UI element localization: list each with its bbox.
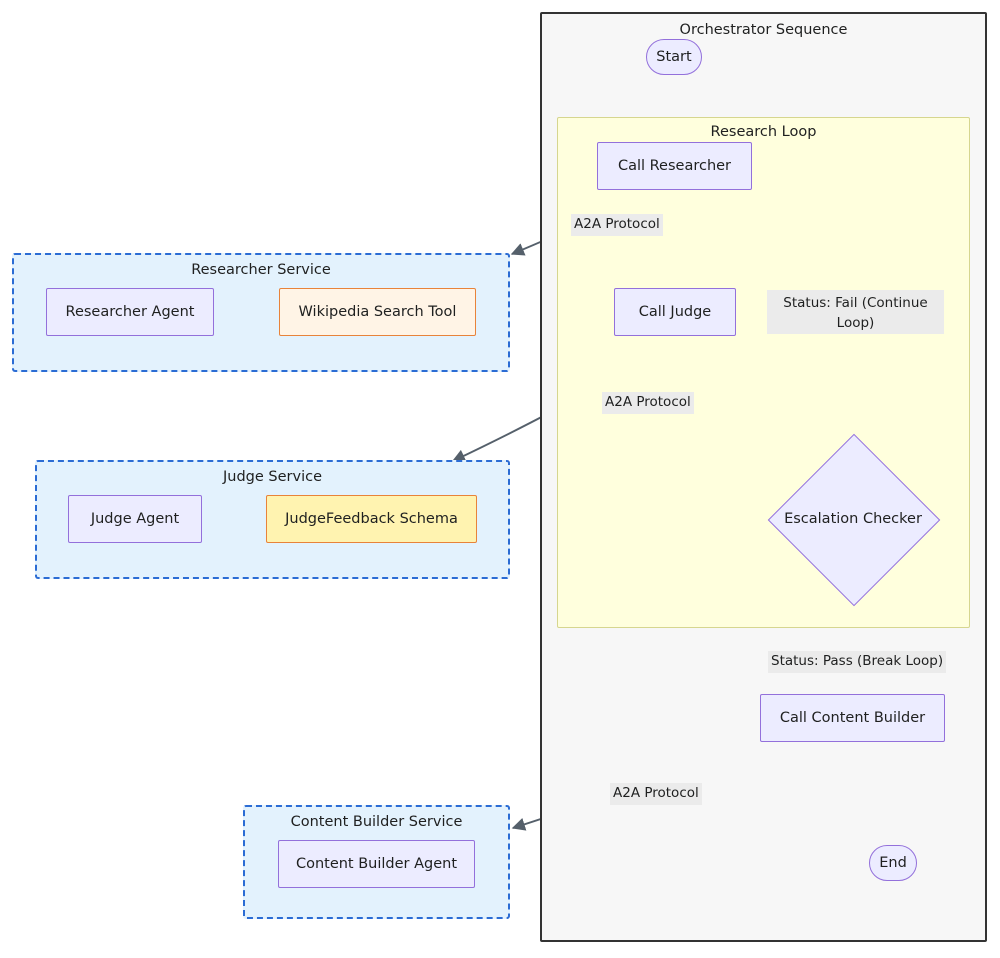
node-call-judge-label: Call Judge bbox=[638, 303, 712, 320]
node-escalation-checker[interactable]: Escalation Checker bbox=[767, 433, 941, 607]
node-start[interactable]: Start bbox=[646, 39, 702, 75]
edge-label-a2a-judge: A2A Protocol bbox=[602, 392, 694, 414]
node-call-content-builder[interactable]: Call Content Builder bbox=[760, 694, 945, 742]
edge-label-a2a-researcher: A2A Protocol bbox=[571, 214, 663, 236]
node-content-builder-agent-label: Content Builder Agent bbox=[295, 855, 458, 872]
edge-label-status-fail-line2: Loop) bbox=[836, 314, 875, 331]
node-judge-feedback-schema[interactable]: JudgeFeedback Schema bbox=[266, 495, 477, 543]
subgraph-judge-service-title: Judge Service bbox=[223, 469, 322, 485]
node-call-content-builder-label: Call Content Builder bbox=[779, 709, 926, 726]
subgraph-content-builder-service-title: Content Builder Service bbox=[290, 814, 463, 830]
subgraph-researcher-service-title: Researcher Service bbox=[191, 262, 331, 278]
node-researcher-agent[interactable]: Researcher Agent bbox=[46, 288, 214, 336]
node-judge-agent-label: Judge Agent bbox=[90, 510, 180, 527]
node-call-judge[interactable]: Call Judge bbox=[614, 288, 736, 336]
node-call-researcher[interactable]: Call Researcher bbox=[597, 142, 752, 190]
node-escalation-checker-label: Escalation Checker bbox=[784, 510, 922, 527]
subgraph-research-loop-title: Research Loop bbox=[710, 124, 817, 140]
edge-label-status-pass: Status: Pass (Break Loop) bbox=[768, 651, 947, 673]
node-judge-agent[interactable]: Judge Agent bbox=[68, 495, 202, 543]
node-call-researcher-label: Call Researcher bbox=[617, 157, 732, 174]
edge-label-status-fail: Status: Fail (Continue Loop) bbox=[767, 290, 944, 335]
node-start-label: Start bbox=[656, 48, 692, 65]
node-judge-feedback-schema-label: JudgeFeedback Schema bbox=[285, 510, 458, 527]
node-content-builder-agent[interactable]: Content Builder Agent bbox=[278, 840, 475, 888]
node-end-label: End bbox=[879, 854, 907, 871]
edge-label-status-fail-line1: Status: Fail (Continue bbox=[783, 295, 928, 311]
node-wikipedia-search-tool[interactable]: Wikipedia Search Tool bbox=[279, 288, 476, 336]
node-end[interactable]: End bbox=[869, 845, 917, 881]
node-researcher-agent-label: Researcher Agent bbox=[65, 303, 195, 320]
edge-label-a2a-content-builder: A2A Protocol bbox=[610, 783, 702, 805]
subgraph-orchestrator-title: Orchestrator Sequence bbox=[679, 22, 848, 38]
node-wikipedia-search-tool-label: Wikipedia Search Tool bbox=[298, 303, 457, 320]
